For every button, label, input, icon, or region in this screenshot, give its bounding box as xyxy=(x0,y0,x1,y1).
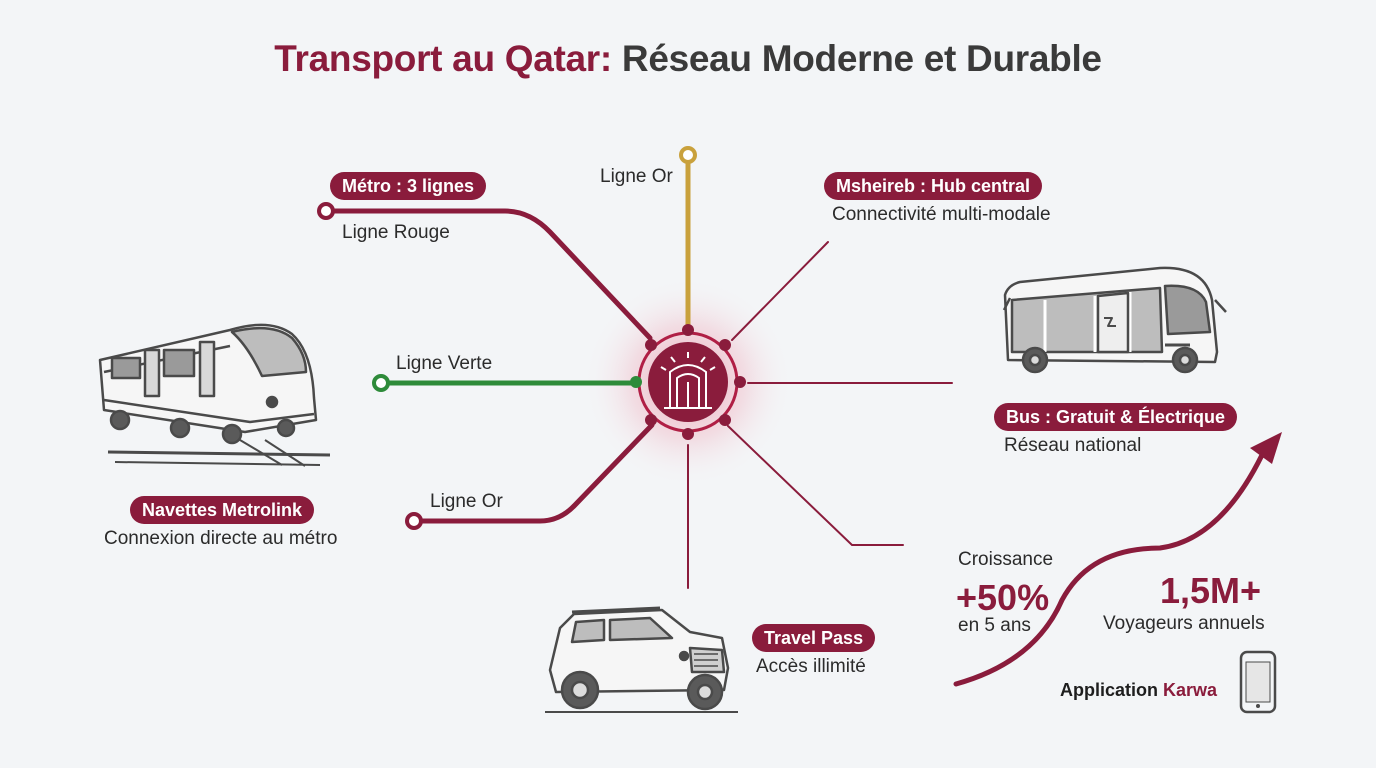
hub-desc: Connectivité multi-modale xyxy=(832,204,1051,225)
title-part2: Réseau Moderne et Durable xyxy=(621,38,1102,79)
gold-line-bottom-label: Ligne Or xyxy=(430,491,503,512)
train-icon xyxy=(98,323,331,467)
app-name: Karwa xyxy=(1163,680,1218,700)
gold-line-bottom-endpoint xyxy=(405,512,423,530)
growth-arrow-icon xyxy=(953,432,1282,687)
app-label: Application Karwa xyxy=(1060,680,1217,701)
bus-desc: Réseau national xyxy=(1004,435,1142,456)
metro-badge: Métro : 3 lignes xyxy=(330,172,487,200)
suv-icon xyxy=(545,606,738,713)
green-line-label: Ligne Verte xyxy=(396,353,493,374)
hub-ring-dots xyxy=(630,324,746,440)
smartphone-icon xyxy=(1239,650,1277,714)
growth-label: Croissance xyxy=(958,549,1054,570)
red-line xyxy=(330,208,653,341)
gold-line-top-label: Ligne Or xyxy=(600,166,673,187)
gold-line-bottom xyxy=(418,422,655,524)
gold-line-endpoint xyxy=(679,146,697,164)
metrolink-badge: Navettes Metrolink xyxy=(130,496,315,524)
red-line-label: Ligne Rouge xyxy=(342,222,450,243)
bus-badge: Bus : Gratuit & Électrique xyxy=(994,403,1238,431)
hub-building-icon xyxy=(660,352,716,409)
page-title: Transport au Qatar: Réseau Moderne et Du… xyxy=(0,38,1376,80)
passengers-label: Voyageurs annuels xyxy=(1103,613,1265,634)
title-part1: Transport au Qatar: xyxy=(274,38,612,79)
green-line-endpoint xyxy=(372,374,390,392)
hub-badge: Msheireb : Hub central xyxy=(824,172,1043,200)
hub-connector-se xyxy=(727,425,904,546)
red-line-endpoint xyxy=(317,202,335,220)
growth-value: +50% xyxy=(956,577,1050,618)
bus-icon xyxy=(1002,266,1227,374)
hub-connector-ne xyxy=(731,241,829,341)
passengers-value: 1,5M+ xyxy=(1160,570,1262,611)
metrolink-desc: Connexion directe au métro xyxy=(104,528,338,549)
app-prefix: Application xyxy=(1060,680,1158,700)
growth-period: en 5 ans xyxy=(958,615,1031,636)
travel-pass-badge: Travel Pass xyxy=(752,624,876,652)
travel-pass-desc: Accès illimité xyxy=(756,656,866,677)
